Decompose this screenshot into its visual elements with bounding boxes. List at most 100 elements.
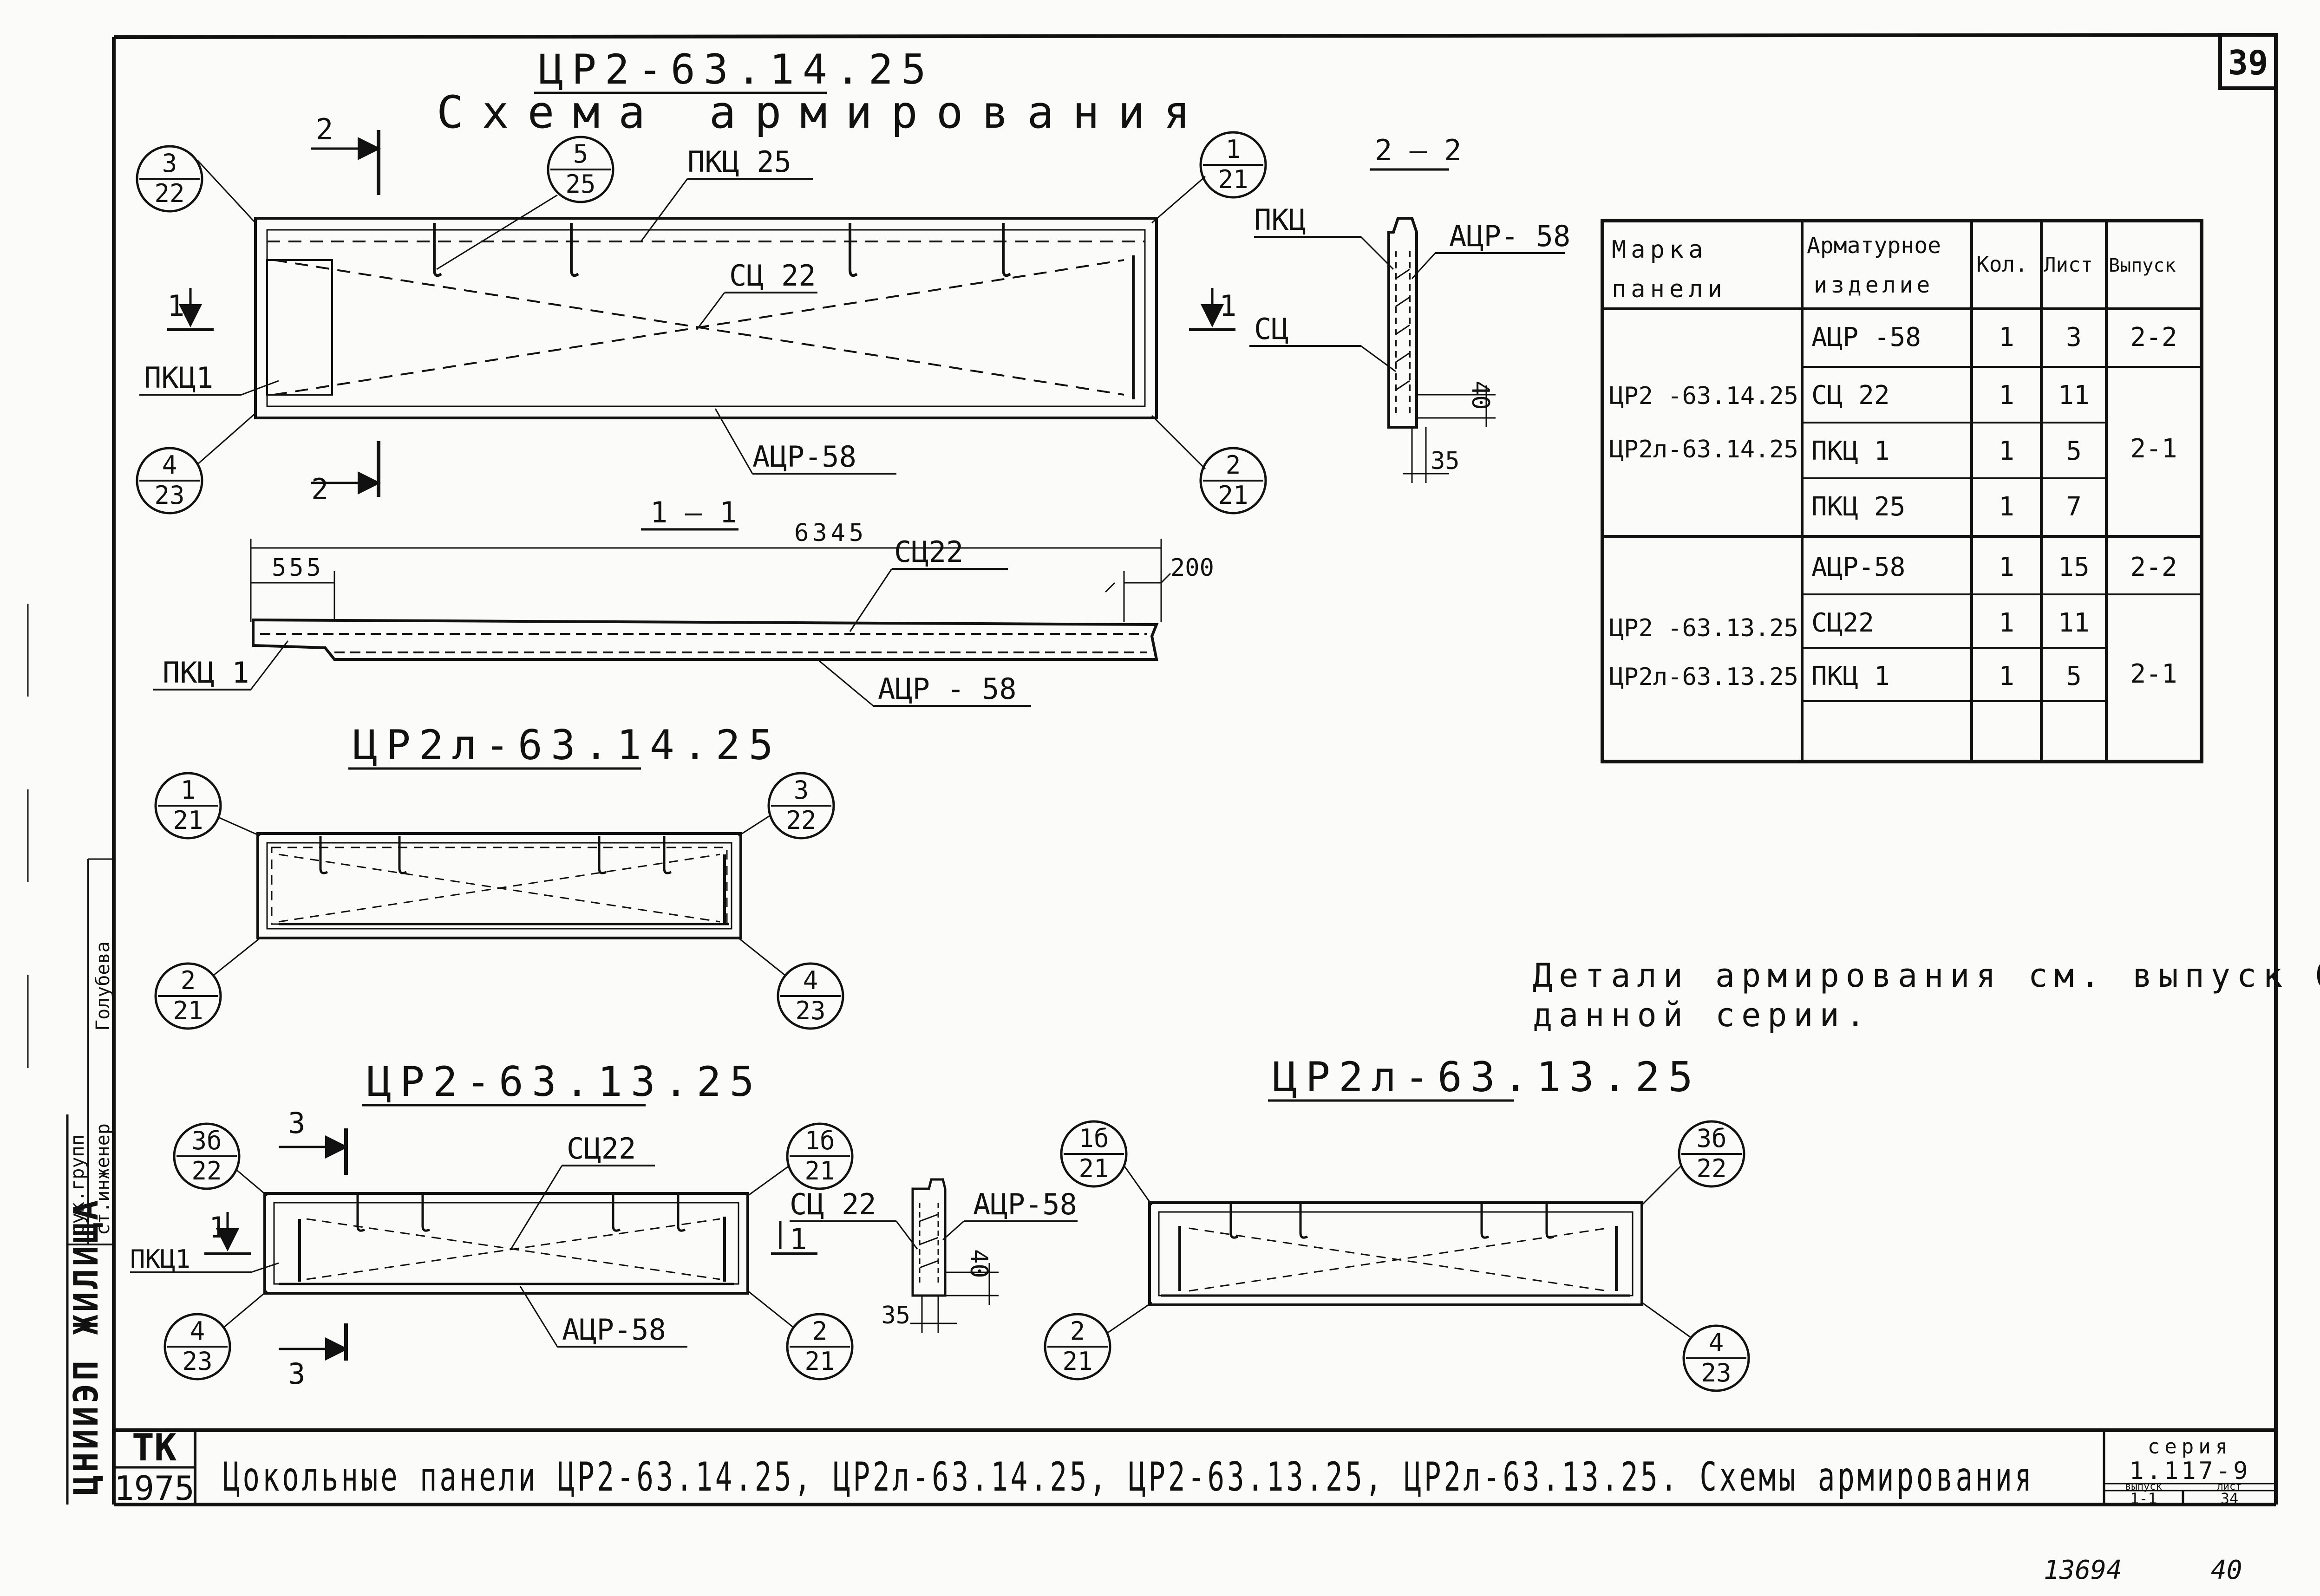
svg-text:21: 21 xyxy=(1218,165,1248,194)
svg-text:40: 40 xyxy=(965,1249,993,1278)
svg-text:1975: 1975 xyxy=(114,1469,194,1508)
svg-text:22: 22 xyxy=(1696,1154,1726,1183)
svg-text:2: 2 xyxy=(1226,450,1241,480)
svg-text:21: 21 xyxy=(173,996,203,1025)
label-pkc25: ПКЦ 25 xyxy=(687,145,791,179)
svg-text:3: 3 xyxy=(794,775,809,805)
svg-text:2-2: 2-2 xyxy=(2130,552,2177,582)
callout: 2 21 xyxy=(1151,415,1267,515)
svg-text:22: 22 xyxy=(154,179,184,208)
svg-text:4: 4 xyxy=(1709,1328,1724,1357)
drawing-crl-63-14-25: ЦР2л-63.14.25 1 21 3 xyxy=(154,721,844,1030)
svg-text:2: 2 xyxy=(812,1316,828,1346)
bottom-note-left: 13694 xyxy=(2044,1555,2122,1585)
svg-text:СЦ 22: СЦ 22 xyxy=(1811,380,1890,410)
svg-text:22: 22 xyxy=(191,1156,222,1186)
svg-text:21: 21 xyxy=(1062,1347,1092,1376)
svg-text:ПКЦ 1: ПКЦ 1 xyxy=(163,656,249,690)
callout: 5 25 xyxy=(436,136,614,270)
svg-text:2-1: 2-1 xyxy=(2130,659,2177,689)
callout: 4 23 xyxy=(163,1290,268,1381)
section-mark-2-bottom: 2 xyxy=(311,441,381,506)
svg-text:4: 4 xyxy=(162,450,177,480)
svg-text:23: 23 xyxy=(795,996,825,1025)
svg-text:ПКЦ 25: ПКЦ 25 xyxy=(1811,492,1905,522)
svg-text:15: 15 xyxy=(2058,552,2089,582)
svg-text:22: 22 xyxy=(786,806,816,835)
svg-text:АЦР- 58: АЦР- 58 xyxy=(1449,219,1570,253)
svg-text:1: 1 xyxy=(1999,608,2014,638)
callout: 4 23 xyxy=(1641,1302,1750,1392)
callout: 3б 22 xyxy=(173,1122,268,1197)
svg-text:ЦР2 -63.13.25: ЦР2 -63.13.25 xyxy=(1609,614,1798,642)
svg-text:23: 23 xyxy=(182,1347,212,1376)
svg-text:ЦР2л-63.14.25: ЦР2л-63.14.25 xyxy=(1609,436,1798,463)
svg-text:1: 1 xyxy=(181,775,196,805)
svg-text:5: 5 xyxy=(2066,661,2082,691)
svg-text:данной серии.: данной серии. xyxy=(1533,996,1872,1034)
title-block: ТК 1975 Цокольные панели ЦР2-63.14.25, Ц… xyxy=(114,1426,2276,1508)
svg-text:21: 21 xyxy=(804,1156,835,1186)
callout: 1б 21 xyxy=(1060,1120,1153,1205)
svg-text:СЦ22: СЦ22 xyxy=(1811,608,1874,638)
svg-text:1.117-9: 1.117-9 xyxy=(2129,1457,2250,1485)
callout: 2 21 xyxy=(154,937,261,1030)
section-mark-1-left: 1 xyxy=(167,288,214,331)
svg-text:АЦР-58: АЦР-58 xyxy=(562,1313,666,1347)
svg-text:40: 40 xyxy=(1466,381,1494,410)
svg-text:200: 200 xyxy=(1170,554,1214,582)
callout: 1б 21 xyxy=(747,1122,854,1197)
bottom-note-right: 40 xyxy=(2211,1555,2242,1585)
svg-text:6345: 6345 xyxy=(794,519,867,547)
svg-text:3б: 3б xyxy=(191,1126,222,1155)
label-sc22: СЦ 22 xyxy=(729,259,816,293)
svg-text:2-2: 2-2 xyxy=(2130,322,2177,352)
svg-text:СЦ22: СЦ22 xyxy=(567,1132,636,1166)
sheet-number-box: 39 xyxy=(2218,33,2278,90)
svg-text:ПКЦ: ПКЦ xyxy=(1254,203,1306,237)
svg-text:3: 3 xyxy=(288,1357,305,1391)
callout: 4 23 xyxy=(738,937,844,1030)
callout: 1 21 xyxy=(154,772,261,840)
section-mark-1-left-small: 1 xyxy=(204,1211,251,1255)
callout: 1 21 xyxy=(1151,131,1267,224)
svg-text:3: 3 xyxy=(162,149,177,178)
svg-text:2-1: 2-1 xyxy=(2130,434,2177,464)
section-1-1: 1 — 1 6345 555 200 СЦ22 ПКЦ 1 xyxy=(153,495,1214,707)
svg-text:1: 1 xyxy=(790,1222,807,1256)
sheet-number: 39 xyxy=(2228,43,2268,82)
svg-text:СЦ22: СЦ22 xyxy=(894,535,963,569)
svg-text:Марка: Марка xyxy=(1612,236,1708,264)
svg-text:2: 2 xyxy=(181,966,196,995)
svg-text:3: 3 xyxy=(288,1106,305,1140)
svg-text:1-1: 1-1 xyxy=(2130,1490,2157,1507)
svg-text:21: 21 xyxy=(1078,1154,1109,1183)
svg-text:ПКЦ1: ПКЦ1 xyxy=(130,1244,190,1274)
svg-text:Выпуск: Выпуск xyxy=(2109,255,2176,276)
svg-text:1б: 1б xyxy=(1078,1124,1109,1153)
section-2-2-title: 2 — 2 xyxy=(1375,133,1462,167)
callout: 3б 22 xyxy=(1641,1120,1745,1206)
callout: 2 21 xyxy=(1044,1302,1152,1381)
callout: 3 22 xyxy=(136,145,256,224)
svg-text:1: 1 xyxy=(1999,492,2014,522)
svg-text:21: 21 xyxy=(1218,481,1248,510)
svg-text:1: 1 xyxy=(209,1211,226,1244)
svg-text:25: 25 xyxy=(565,169,595,199)
svg-text:4: 4 xyxy=(803,966,818,995)
svg-text:2: 2 xyxy=(1070,1316,1085,1346)
svg-text:ТК: ТК xyxy=(132,1426,176,1469)
svg-text:Цокольные панели ЦР2-63.14.25,: Цокольные панели ЦР2-63.14.25, ЦР2л-63.1… xyxy=(223,1454,2034,1500)
svg-text:выпуск: выпуск xyxy=(2125,1481,2162,1492)
drawing-cr-63-13-25: ЦР2-63.13.25 3 3 xyxy=(130,1058,854,1391)
section-mark-1-right: 1 xyxy=(1189,288,1236,331)
section-1-1-title: 1 — 1 xyxy=(650,495,737,529)
svg-text:Арматурное: Арматурное xyxy=(1807,233,1941,259)
svg-text:ЦНИИЭП ЖИЛИЩА: ЦНИИЭП ЖИЛИЩА xyxy=(66,1197,105,1495)
svg-text:23: 23 xyxy=(1701,1358,1731,1388)
main-drawing-title: ЦР2-63.14.25 xyxy=(539,46,935,93)
callout: 2 21 xyxy=(747,1290,854,1381)
note: Детали армирования см. выпуск 0-1 данной… xyxy=(1533,957,2320,1034)
section-mark-1-right-small: 1 xyxy=(771,1221,817,1256)
